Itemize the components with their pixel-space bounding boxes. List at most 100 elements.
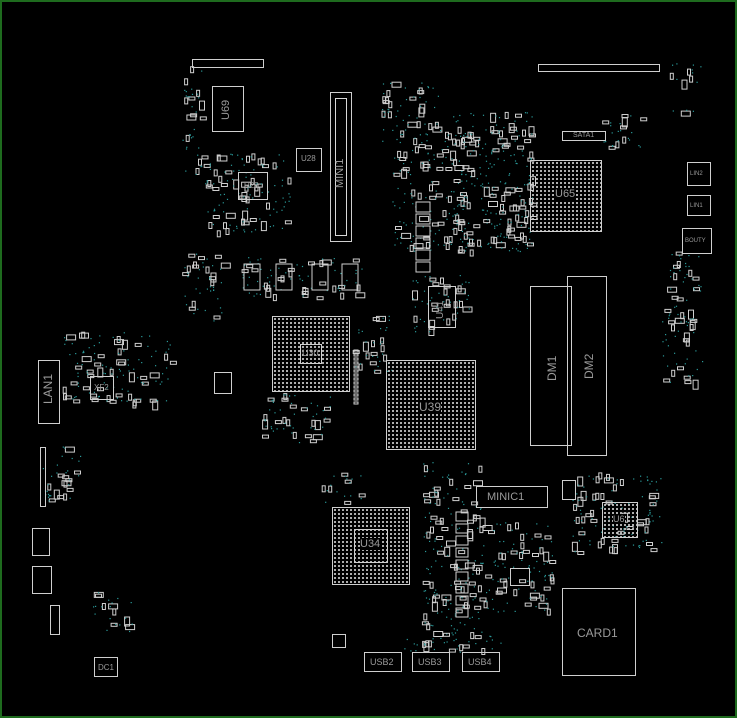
passive-pad [468,581,476,586]
chip-u30-bga[interactable] [272,316,350,392]
passive-pad [63,480,68,488]
passive-pad [383,354,388,362]
passive-pad [423,613,428,621]
via-dot [669,381,671,383]
via-dot [119,624,121,626]
via-dot [86,371,88,373]
via-dot [415,331,417,333]
label-u30: U30 [302,348,319,358]
slot-minic1[interactable] [476,486,548,508]
passive-pad [266,284,271,292]
card-reader-card1[interactable] [562,588,636,676]
passive-pad [473,515,481,520]
component-ic-near-u30[interactable] [214,372,232,394]
via-dot [688,255,690,257]
passive-pad [114,339,124,346]
via-dot [402,119,404,121]
via-dot [676,63,678,65]
via-dot [518,588,520,590]
connector-bouty[interactable] [682,228,712,254]
via-dot [394,232,396,234]
via-dot [248,292,250,294]
via-dot [106,387,108,389]
component-u28[interactable] [296,148,322,172]
via-dot [397,110,399,112]
label-card1: CARD1 [577,626,618,640]
passive-pad [407,121,418,128]
passive-pad [246,264,254,269]
via-dot [501,146,503,148]
via-dot [544,574,546,577]
component-left-vertical-b[interactable] [32,566,52,594]
port-usb4[interactable] [462,652,500,672]
connector-lin1[interactable] [687,195,711,216]
via-dot [450,243,452,245]
via-dot [467,242,469,244]
via-dot [270,426,272,428]
component-u41[interactable] [428,286,456,328]
via-dot [464,250,467,252]
via-dot [182,139,184,141]
via-dot [456,629,458,631]
passive-pad [97,354,105,359]
via-dot [647,479,649,482]
port-usb2[interactable] [364,652,402,672]
via-dot [324,417,327,419]
passive-pad [483,186,490,197]
passive-pad [668,320,676,325]
connector-dc1[interactable] [94,657,118,677]
component-ic-u38[interactable] [510,568,530,586]
label-u34: U34 [360,538,381,550]
via-dot [491,149,493,151]
component-left-connector-strip[interactable] [40,447,46,507]
via-dot [462,606,464,608]
via-dot [273,208,275,210]
via-dot [470,113,472,115]
passive-pad [522,129,526,137]
port-usb3[interactable] [412,652,450,672]
memory-slot-dm2[interactable] [567,276,607,456]
slot-mini1[interactable] [330,92,352,242]
component-u69[interactable] [212,86,244,132]
component-ic-small-b[interactable] [332,634,346,648]
top-left-edge-connector[interactable] [192,59,264,68]
connector-sata1[interactable] [562,131,606,141]
via-dot [487,182,490,184]
via-dot [413,96,415,98]
component-left-vertical-a[interactable] [32,528,50,556]
memory-slot-dm1[interactable] [530,286,572,446]
passive-pad [459,300,463,308]
component-xf2[interactable] [90,376,114,400]
via-dot [202,262,204,264]
via-dot [526,533,528,535]
passive-pad [115,393,123,398]
via-dot [645,539,647,541]
connector-lin2[interactable] [687,162,711,186]
via-dot [430,281,432,283]
via-dot [122,374,124,376]
passive-pad [429,581,434,589]
via-dot [247,284,249,286]
via-dot [78,460,80,462]
via-dot [242,287,244,289]
passive-pad [251,153,256,161]
connector-lan1[interactable] [38,360,60,424]
via-dot [241,158,243,161]
via-dot [432,487,434,489]
passive-pad [460,142,465,150]
component-u23[interactable] [238,172,268,200]
passive-pad [441,594,452,601]
via-dot [482,147,484,150]
passive-pad [201,155,209,160]
via-dot [346,478,348,480]
top-right-edge-connector[interactable] [538,64,660,72]
via-dot [249,185,251,187]
passive-pad [458,550,466,555]
via-dot [586,496,588,498]
via-dot [429,573,431,575]
via-dot [299,278,301,280]
passive-pad [532,553,539,557]
via-dot [450,618,452,620]
component-left-vertical-c[interactable] [50,605,60,635]
component-ic-small-a[interactable] [562,480,576,500]
